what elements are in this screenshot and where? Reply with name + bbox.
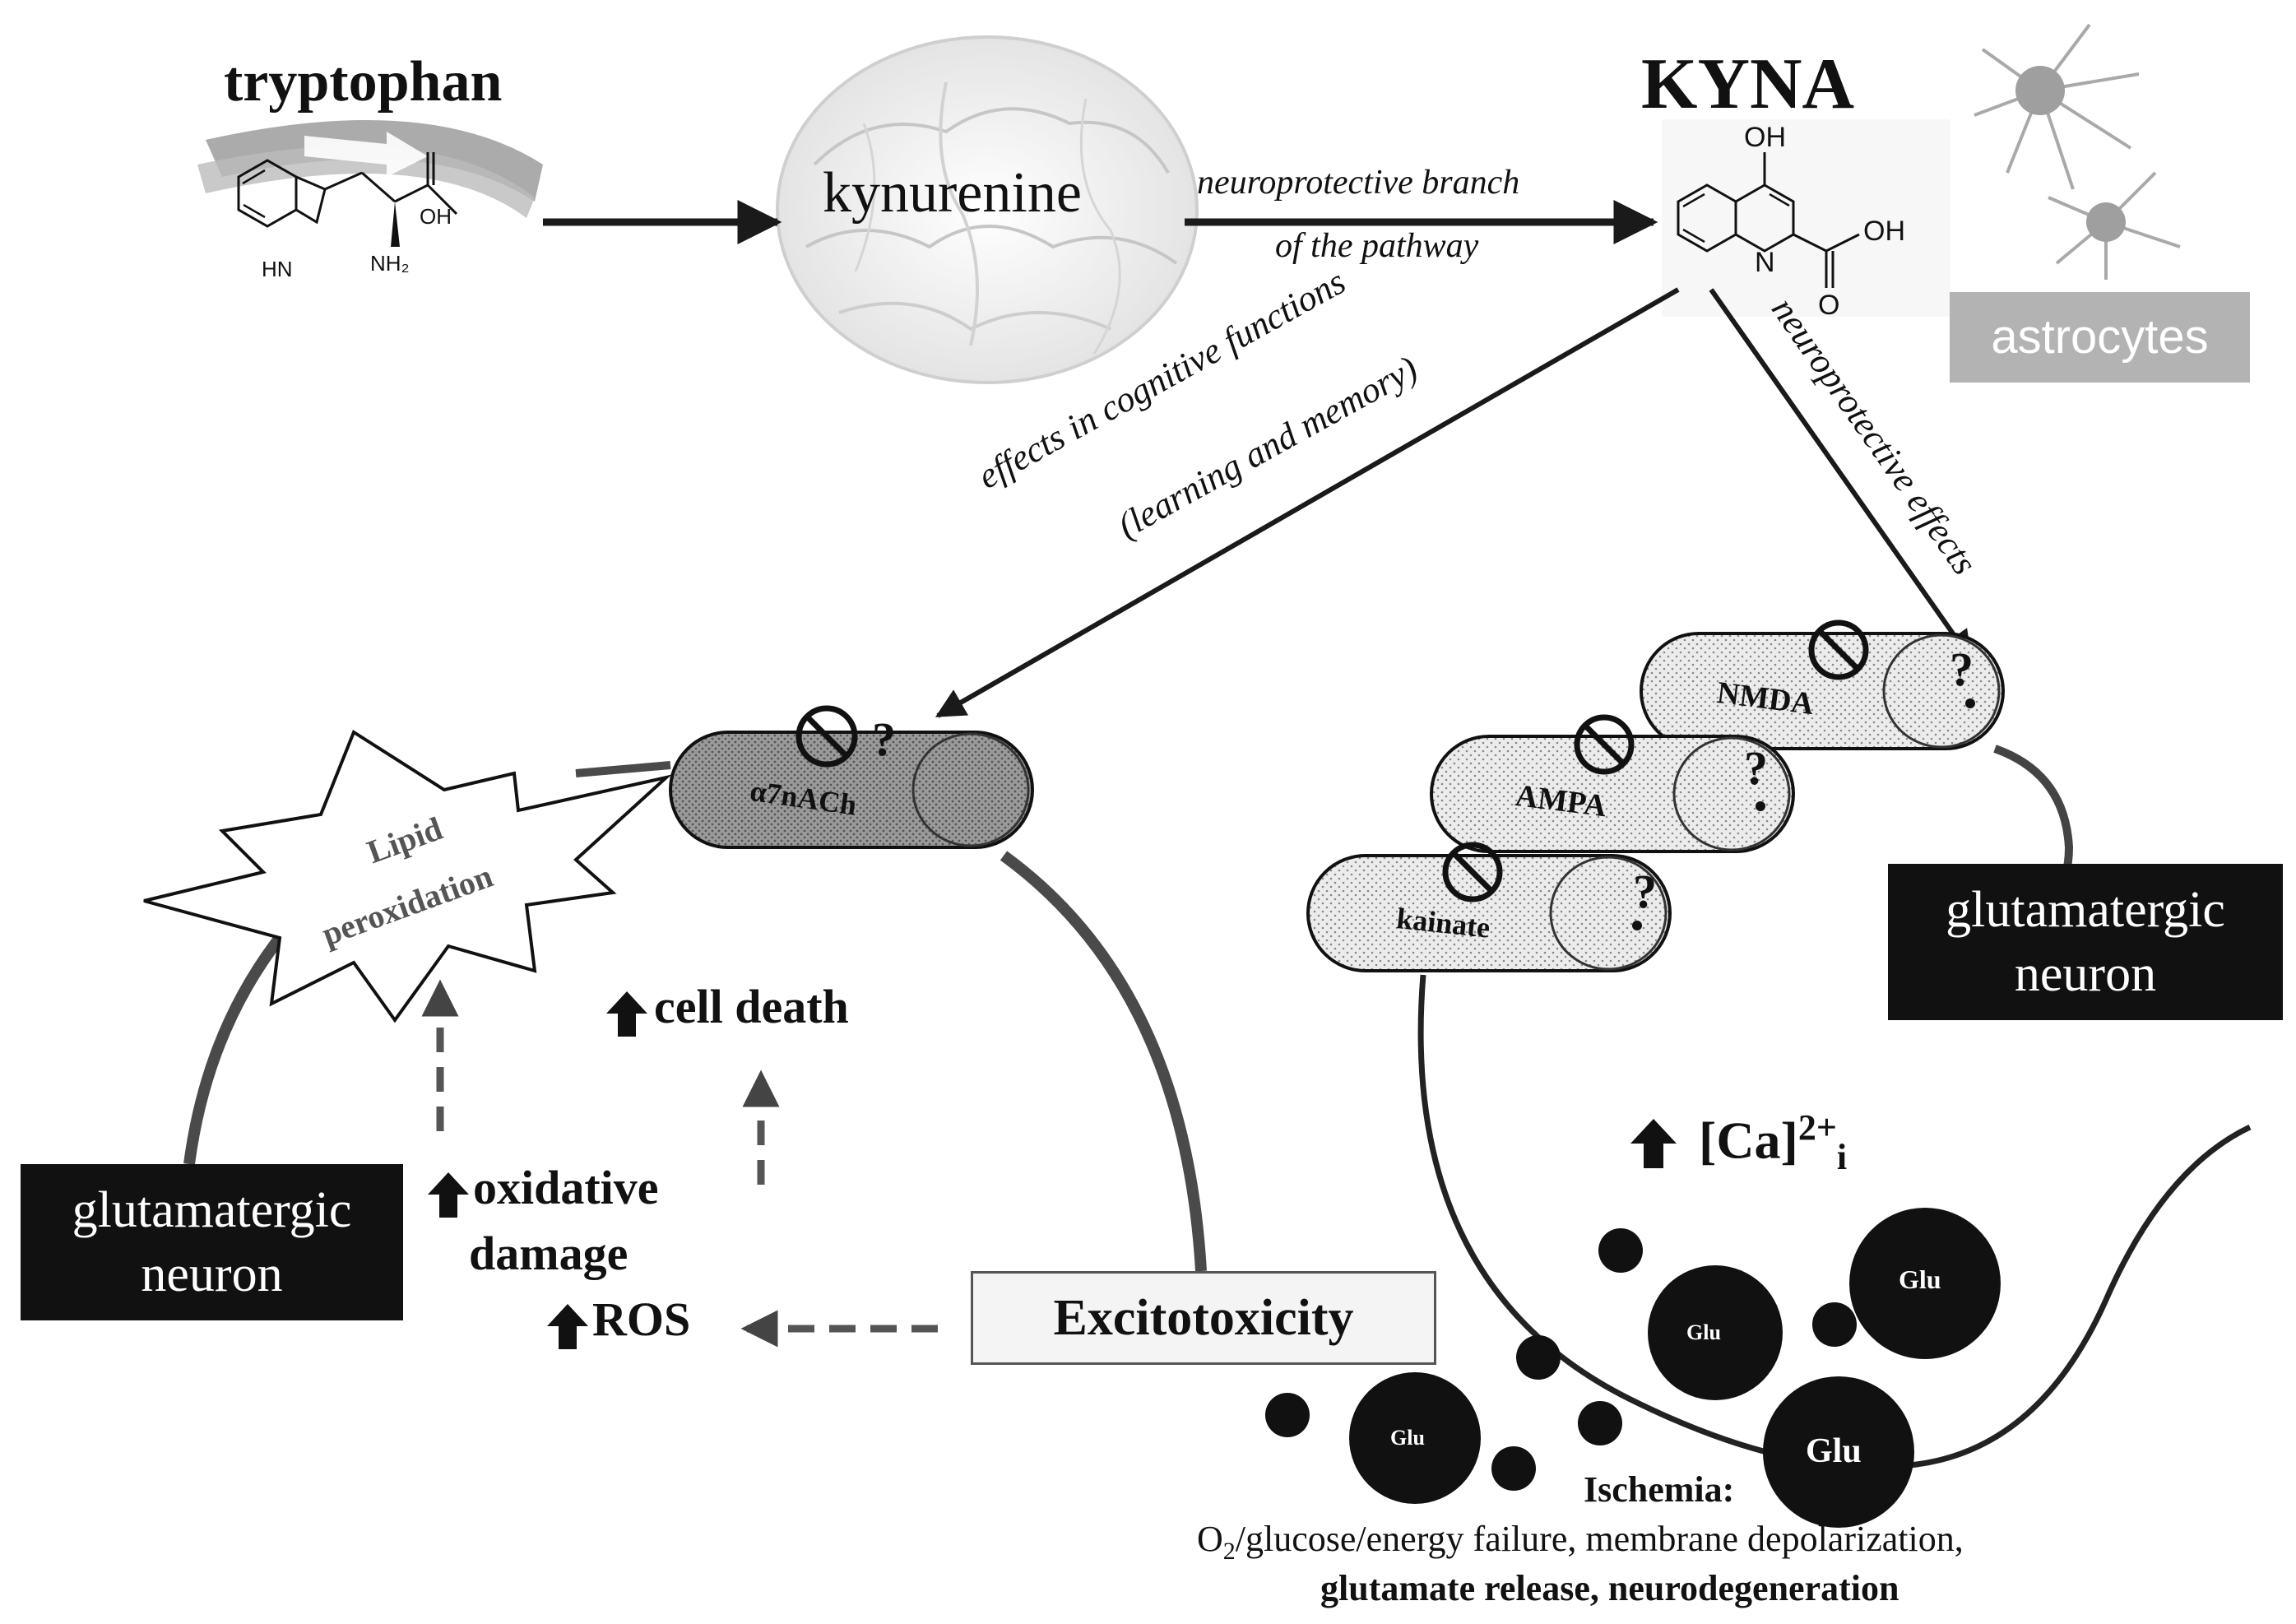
nmda-receptor [1640,632,2005,750]
branch-label-line1: neuroprotective branch [1197,164,1520,202]
astrocytes-label: astrocytes [1991,310,2209,364]
arrow-kyna-to-nmda [1709,288,1973,661]
excitotoxicity-label: Excitotoxicity [1053,1290,1354,1346]
calcium-superscript: 2+ [1797,1107,1837,1148]
oxidative-label-line1: oxidative [473,1161,659,1214]
left-neuron-label-line2: neuron [141,1246,283,1302]
ischemia-line3: glutamate release, neurodegeneration [1320,1568,1899,1608]
ros-label: ROS [592,1292,691,1346]
ampa-receptor [1430,735,1795,853]
a7nach-block-symbol-icon [795,705,858,768]
tryptophan-molecule [197,120,543,247]
kyna-o-label: O [1818,290,1840,321]
brain-sketch-icon [776,35,1199,384]
ampa-block-symbol-icon [1574,714,1635,775]
left-neuron-membrane-right [1000,851,1207,1272]
astrocyte-cells-icon [1974,23,2181,280]
ischemia-title: Ischemia: [1584,1469,1735,1510]
glu-label-4: Glu [1806,1432,1862,1470]
ischemia-o: O [1197,1519,1223,1559]
ischemia-line2-rest: /glucose/energy failure, membrane depola… [1235,1519,1964,1559]
calcium-label: [Ca]2+i [1699,1107,1847,1178]
kyna-molecule [1662,119,1950,317]
trp-oh-label: OH [420,204,452,229]
glu-label-2: Glu [1899,1264,1941,1294]
kainate-block-symbol-icon [1442,842,1503,902]
branch-label-line2: of the pathway [1275,227,1479,265]
kyna-label: KYNA [1641,44,1855,124]
left-glutamatergic-neuron-box: glutamatergic neuron [21,1164,403,1320]
ischemia-line2: O2/glucose/energy failure, membrane depo… [1197,1518,1964,1566]
up-arrow-icons [428,991,1677,1349]
right-glutamatergic-neuron-box: glutamatergic neuron [1888,864,2283,1020]
right-neuron-label-line2: neuron [2014,946,2157,1002]
ampa-question-mark: ? [1744,741,1768,795]
calcium-text: [Ca] [1699,1111,1798,1170]
glu-label-3: Glu [1390,1426,1425,1450]
ischemia-o-subscript: 2 [1222,1537,1236,1565]
dashed-arrows [421,979,938,1348]
right-neuron-label-line1: glutamatergic [1946,882,2225,938]
trp-hn-label: HN [262,257,293,281]
kainate-question-mark: ? [1633,865,1657,918]
lipid-starburst-icon [143,730,672,1023]
nmda-block-symbol-icon [1808,619,1869,680]
cell-death-label: cell death [654,980,849,1033]
kyna-n-label: N [1755,247,1775,278]
nmda-question-mark: ? [1950,643,1974,696]
a7nach-question-mark: ? [872,712,896,766]
a7nach-receptor [669,731,1034,849]
kainate-receptor [1306,854,1672,972]
tryptophan-label: tryptophan [224,50,503,114]
calcium-subscript: i [1836,1137,1848,1178]
glu-label-1: Glu [1686,1320,1721,1344]
arrow-kyna-to-a7nach [935,287,1680,718]
trp-nh2-label: NH₂ [370,251,410,276]
glutamate-vesicles [1265,1208,2001,1528]
astrocytes-box: astrocytes [1950,292,2250,383]
kyna-oh-right-label: OH [1863,216,1905,247]
excitotoxicity-box: Excitotoxicity [971,1271,1436,1365]
oxidative-label-line2: damage [469,1227,629,1280]
kynurenine-label: kynurenine [823,161,1082,225]
kyna-oh-top-label: OH [1744,122,1786,153]
left-neuron-label-line1: glutamatergic [72,1182,352,1238]
